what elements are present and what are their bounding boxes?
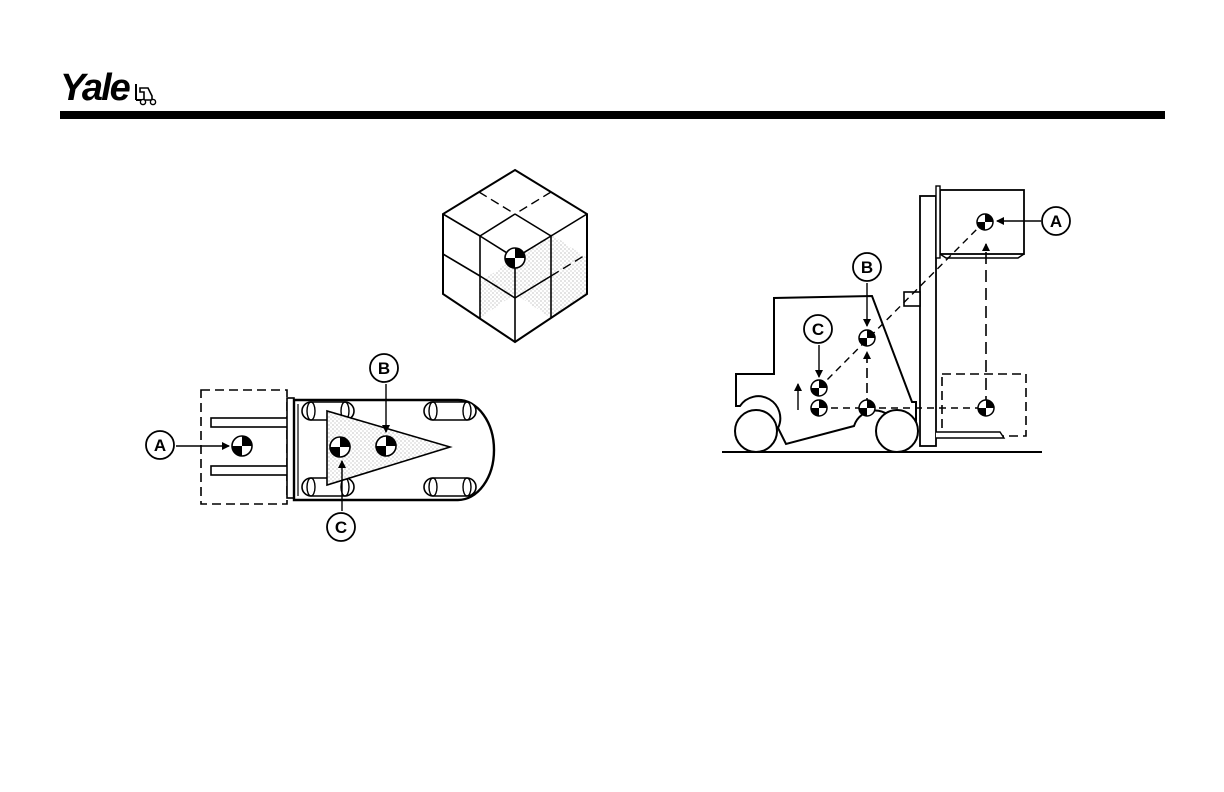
rear-wheel-side — [876, 410, 918, 452]
load-center-of-gravity-icon — [505, 248, 525, 268]
truck-top-view: A B C — [146, 354, 494, 541]
truck-cg-icon — [376, 436, 396, 456]
rear-wheel-lower — [424, 478, 476, 496]
combined-cg-icon — [232, 436, 252, 456]
callout-b-label-side: B — [861, 258, 873, 277]
truck-cg-icon — [811, 400, 827, 416]
callout-c-label: C — [335, 518, 347, 537]
fork-upper — [211, 418, 289, 427]
isometric-load-cube — [443, 170, 587, 342]
fork-lower — [211, 466, 289, 475]
rear-wheel-upper — [424, 402, 476, 420]
front-wheel-side — [735, 410, 777, 452]
combined-cg-lowered-icon — [859, 400, 875, 416]
truck-side-view: A B C — [722, 186, 1070, 452]
combined-cg-raised-icon — [859, 330, 875, 346]
truck-cg-shift-icon — [811, 380, 827, 396]
callout-b-label: B — [378, 359, 390, 378]
callout-c-label-side: C — [812, 320, 824, 339]
raised-load-cg-icon — [977, 214, 993, 230]
callout-a-label: A — [154, 436, 166, 455]
callout-a-label-side: A — [1050, 212, 1062, 231]
lowered-load-cg-icon — [978, 400, 994, 416]
combined-cg-shifted-icon — [330, 437, 350, 457]
